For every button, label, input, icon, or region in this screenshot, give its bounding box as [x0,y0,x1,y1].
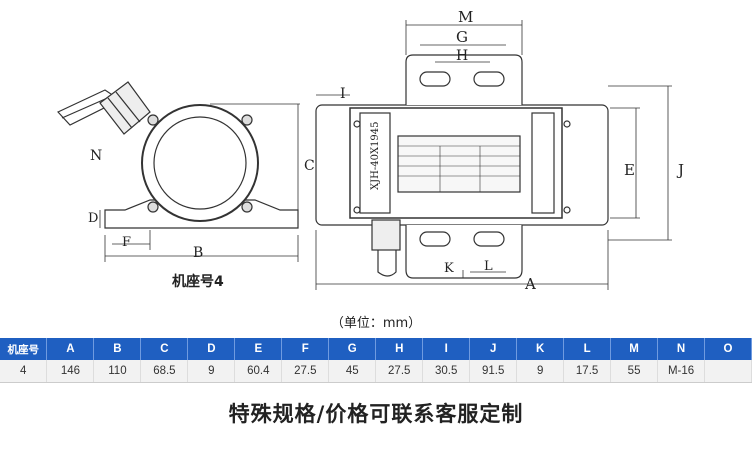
motor-dimension-drawing: N C D F B [57,8,684,293]
table-header: G [328,338,377,360]
table-cell: 27.5 [281,360,330,383]
table-cell: 17.5 [563,360,612,383]
table-header: J [469,338,518,360]
table-row: 4 146 110 68.5 9 60.4 27.5 45 27.5 30.5 … [0,360,752,383]
side-model-label: XJH-40X1945 [370,121,381,190]
table-header: B [93,338,142,360]
spec-table: 机座号 A B C D E F G H I J K L M N O 4 146 … [0,338,752,383]
table-header: M [610,338,659,360]
motor-housing-outer [141,104,259,222]
table-header: D [187,338,236,360]
table-cell: 68.5 [140,360,189,383]
dim-label-M: M [458,8,473,26]
custom-spec-notice: 特殊规格/价格可联系客服定制 [228,402,524,426]
table-header: N [657,338,706,360]
table-cell: 60.4 [234,360,283,383]
dim-label-A: A [524,275,536,293]
table-cell: 9 [187,360,236,383]
dim-label-N: N [90,148,102,164]
dim-label-E: E [624,161,635,179]
dim-label-G: G [456,28,468,46]
dim-label-F: F [122,235,131,250]
dim-label-H: H [456,48,468,64]
dim-label-C: C [304,158,315,174]
upper-bracket [405,54,523,105]
motor-housing-inner [153,116,247,210]
lower-bracket [405,225,523,279]
table-header: A [46,338,95,360]
dim-label-I: I [340,86,346,102]
table-cell: M-16 [657,360,706,383]
dim-label-L: L [484,259,493,274]
table-header: C [140,338,189,360]
table-cell: 91.5 [469,360,518,383]
table-header: F [281,338,330,360]
dim-label-B: B [193,245,203,261]
front-view [57,81,300,262]
table-header: H [375,338,424,360]
table-cell: 9 [516,360,565,383]
table-header: O [704,338,752,360]
table-header: E [234,338,283,360]
dim-label-K: K [444,261,454,276]
cable-gland-shape [99,81,151,135]
table-header: L [563,338,612,360]
table-header-row: 机座号 A B C D E F G H I J K L M N O [0,338,752,360]
table-cell: 27.5 [375,360,424,383]
dim-label-J: J [676,161,684,179]
dim-label-D: D [88,211,98,226]
top-view [315,20,672,290]
unit-label: （单位：mm） [330,316,422,331]
table-cell: 110 [93,360,142,383]
base-number-label: 机座号4 [172,274,224,290]
table-header: 机座号 [0,338,48,360]
table-cell: 146 [46,360,95,383]
table-cell: 30.5 [422,360,471,383]
table-cell: 45 [328,360,377,383]
nameplate [397,135,521,193]
table-header: K [516,338,565,360]
table-cell [704,360,752,383]
gland-bottom [371,219,401,251]
table-header: I [422,338,471,360]
table-cell: 55 [610,360,659,383]
table-cell: 4 [0,360,48,383]
